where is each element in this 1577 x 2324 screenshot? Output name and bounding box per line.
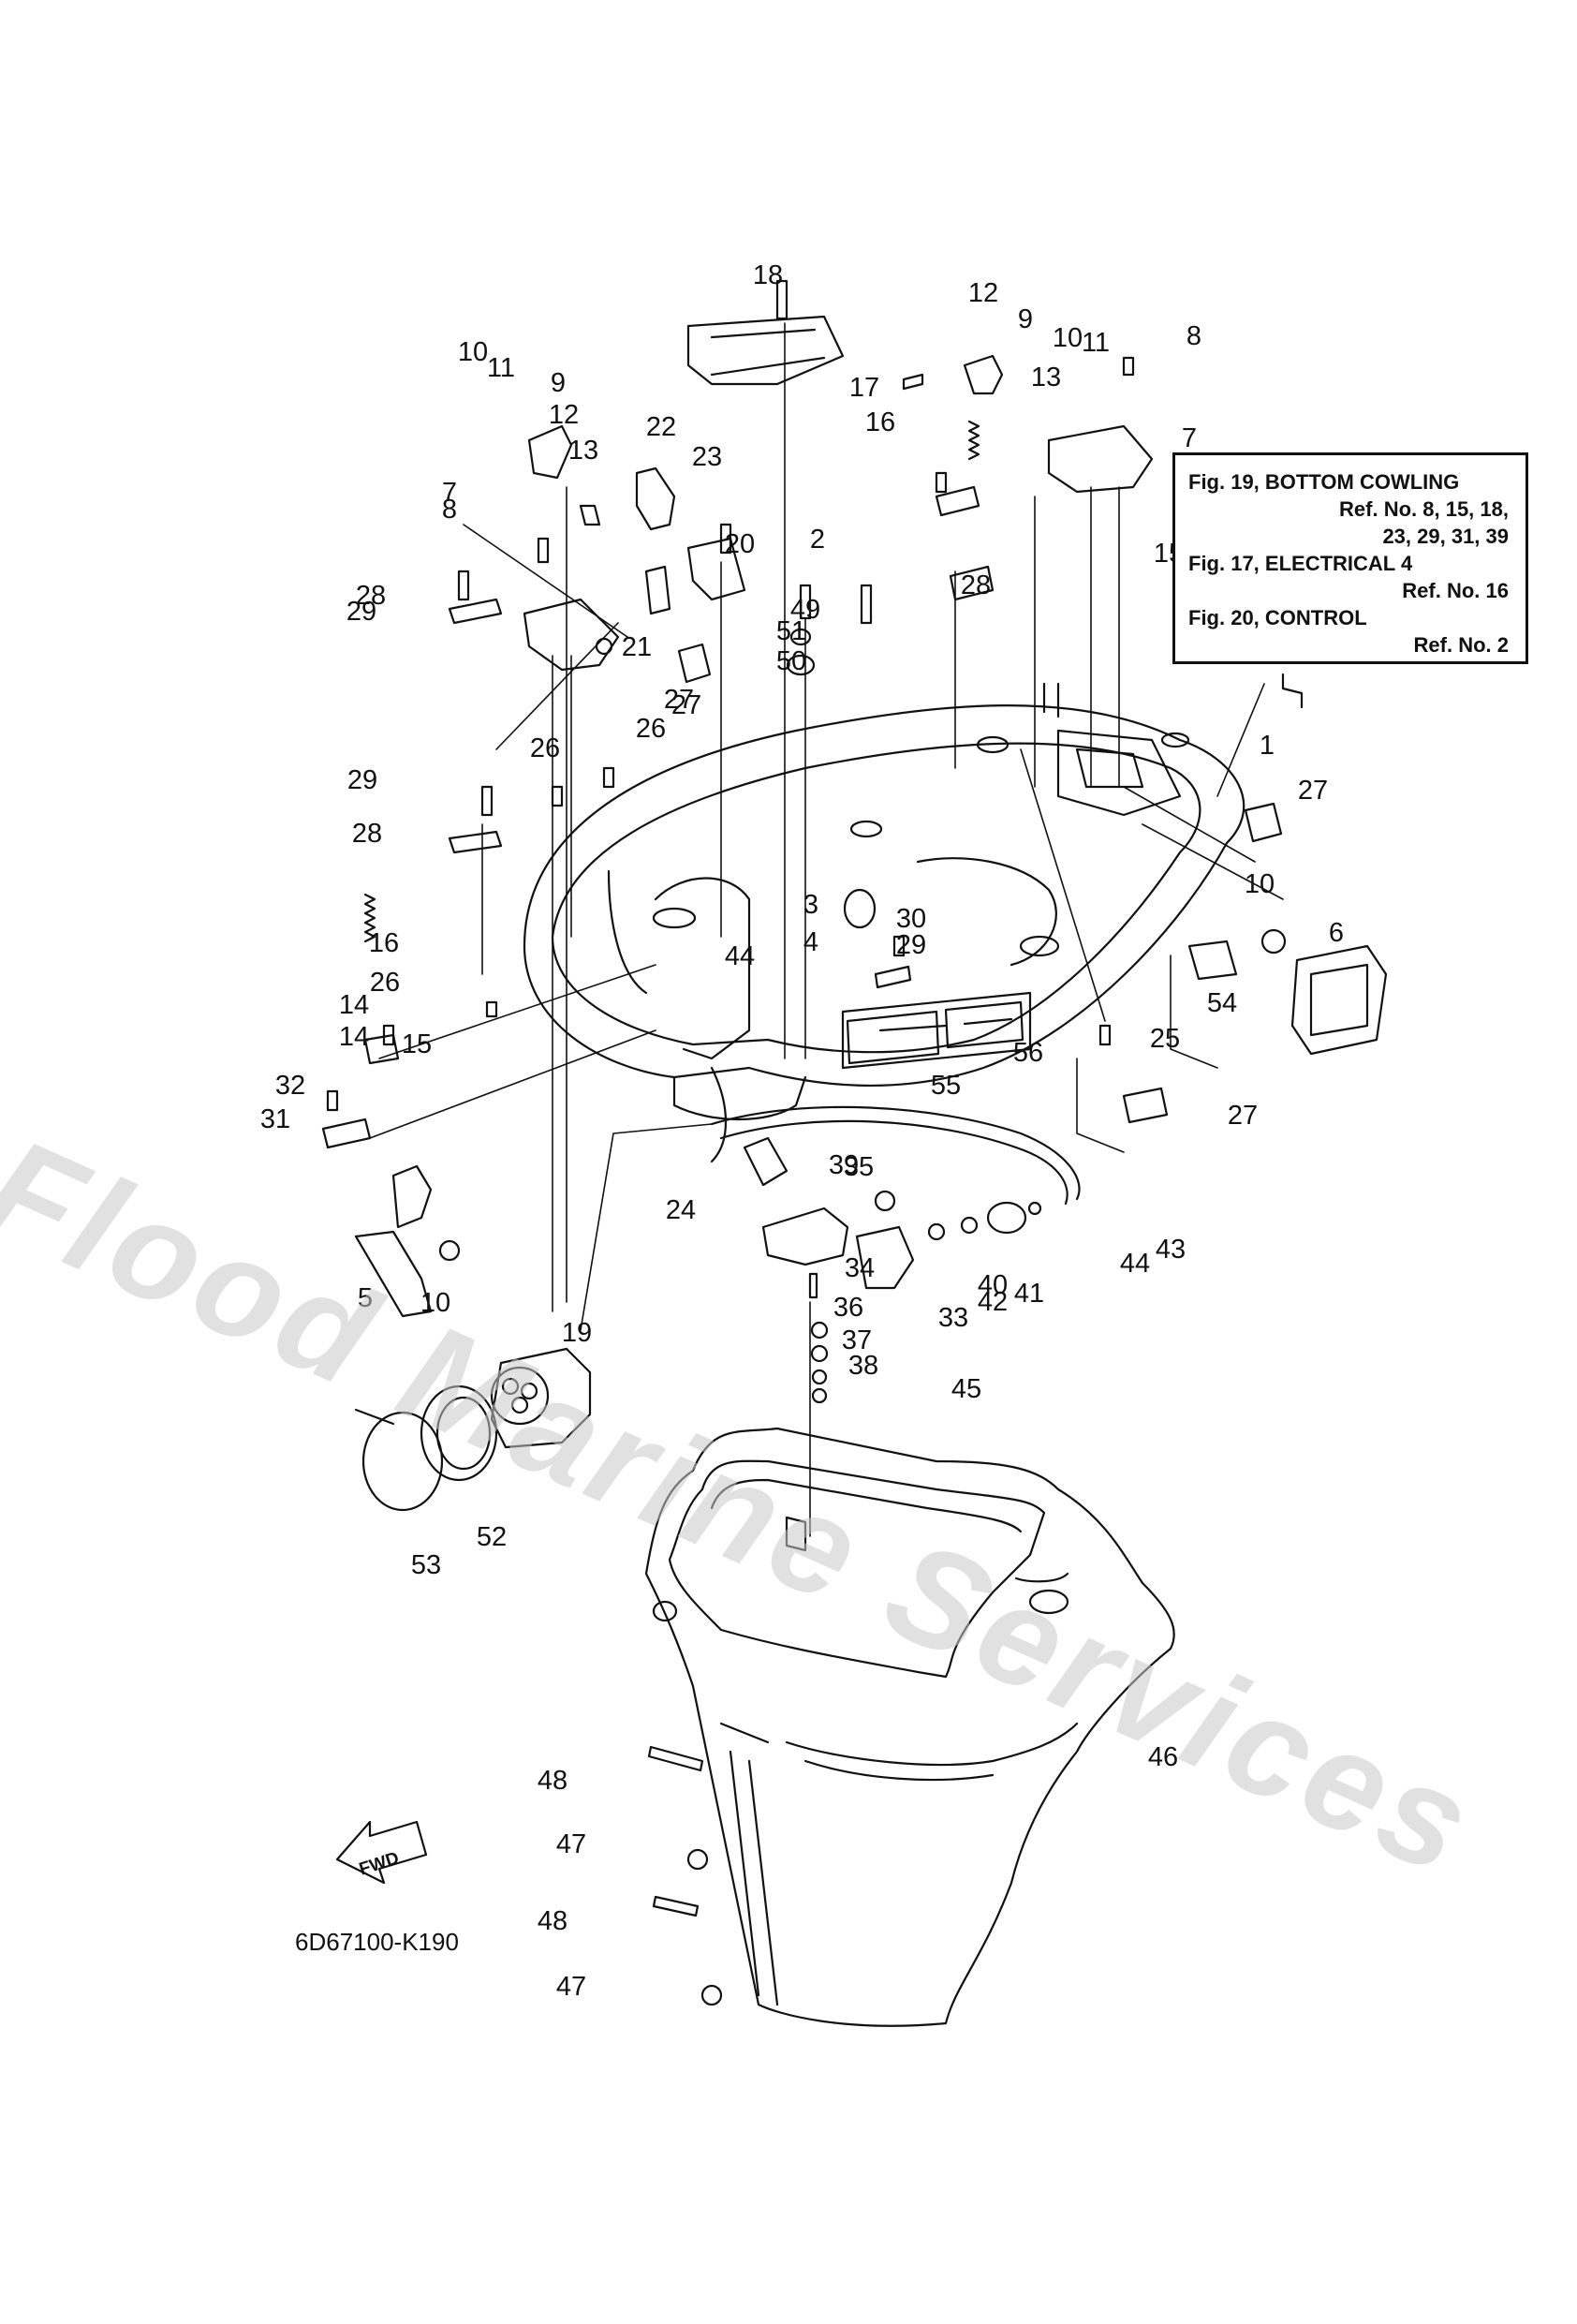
callout-23: 23 [692,442,722,472]
ref-box-line: Ref. No. 8, 15, 18, [1339,497,1509,521]
callout-25: 25 [1150,1024,1180,1054]
callout-28: 28 [352,819,382,849]
callout-11: 11 [487,353,515,383]
callout-13: 13 [568,436,598,466]
callout-47: 47 [556,1972,586,2002]
callout-26: 26 [530,733,560,763]
callout-42: 42 [978,1287,1008,1317]
ref-box-line: 23, 29, 31, 39 [1382,525,1509,548]
callout-26: 26 [636,714,666,744]
reference-box: Fig. 19, BOTTOM COWLING Ref. No. 8, 15, … [1172,452,1528,664]
callout-26: 26 [370,968,400,998]
ref-box-line: Ref. No. 2 [1413,633,1509,657]
callout-48: 48 [538,1766,567,1796]
callout-29: 29 [347,765,377,795]
callout-6: 6 [1329,918,1344,948]
callout-35: 35 [844,1152,874,1182]
callout-38: 38 [848,1351,878,1381]
callout-27: 27 [671,690,701,720]
callout-22: 22 [646,412,676,442]
callout-24: 24 [666,1195,696,1225]
small-parts [321,354,1388,1885]
callout-46: 46 [1148,1742,1178,1772]
callout-11: 11 [1082,328,1110,358]
lower-cowling [644,1427,1175,2027]
ref-box-line: Ref. No. 16 [1402,579,1509,602]
callout-37: 37 [842,1325,872,1355]
callout-39: 39 [829,1150,859,1180]
callout-27: 27 [1298,776,1328,806]
callout-31: 31 [260,1104,290,1134]
callout-8: 8 [442,495,457,525]
callout-17: 17 [849,373,879,403]
ref-box-line: Fig. 17, ELECTRICAL 4 [1188,552,1413,575]
ref-box-line: Fig. 19, BOTTOM COWLING [1188,470,1460,494]
callout-53: 53 [411,1550,441,1580]
bottom-cowling-tray [523,682,1245,1163]
callout-43: 43 [1156,1235,1186,1265]
callout-18: 18 [753,260,783,290]
callout-10: 10 [420,1288,450,1318]
callout-55: 55 [931,1071,961,1101]
callout-14: 14 [339,1022,369,1052]
assembly-lines [369,322,1284,1537]
callout-15: 15 [402,1029,432,1059]
callout-34: 34 [845,1253,875,1283]
callout-52: 52 [477,1522,507,1552]
callout-56: 56 [1013,1038,1043,1068]
callout-50: 50 [776,646,806,676]
callout-48: 48 [538,1906,567,1936]
callout-27: 27 [1228,1101,1258,1131]
callout-19: 19 [562,1318,592,1348]
callout-13: 13 [1031,363,1061,392]
callout-9: 9 [551,368,566,398]
callout-44: 44 [1120,1249,1150,1279]
callout-1: 1 [1260,731,1275,761]
callout-40: 40 [978,1270,1008,1300]
callout-12: 12 [968,278,998,308]
callout-21: 21 [622,632,652,662]
callout-30: 30 [896,904,926,934]
callout-7: 7 [442,478,457,508]
callout-47: 47 [556,1829,586,1859]
callout-14: 14 [339,990,369,1020]
callout-8: 8 [1186,321,1201,351]
callout-41: 41 [1014,1279,1044,1309]
callout-28: 28 [356,581,386,611]
callout-7: 7 [1182,423,1197,453]
callout-49: 49 [790,595,820,625]
callout-16: 16 [865,407,895,437]
callout-45: 45 [951,1374,981,1404]
callout-36: 36 [833,1293,863,1323]
callout-44: 44 [725,941,755,971]
callout-20: 20 [725,529,755,559]
fasteners [326,279,1287,2006]
part-17-plate [686,315,845,386]
ref-box-line: Fig. 20, CONTROL [1188,606,1367,629]
callout-33: 33 [938,1303,968,1333]
callout-5: 5 [358,1283,373,1313]
callout-27: 27 [664,685,694,715]
callout-16: 16 [369,928,399,958]
callout-9: 9 [1018,304,1033,334]
callout-4: 4 [803,927,818,957]
callout-32: 32 [275,1071,305,1101]
callout-2: 2 [810,525,825,555]
callout-10: 10 [1245,869,1275,899]
callout-29: 29 [346,597,376,627]
callout-3: 3 [803,890,818,920]
diagram-code: 6D67100-K190 [295,1928,459,1956]
callout-10: 10 [1053,323,1083,353]
callout-29: 29 [896,930,926,960]
callout-10: 10 [458,337,488,367]
callout-54: 54 [1207,988,1237,1018]
callout-28: 28 [961,570,991,600]
callout-12: 12 [549,400,579,430]
callout-51: 51 [776,616,806,646]
